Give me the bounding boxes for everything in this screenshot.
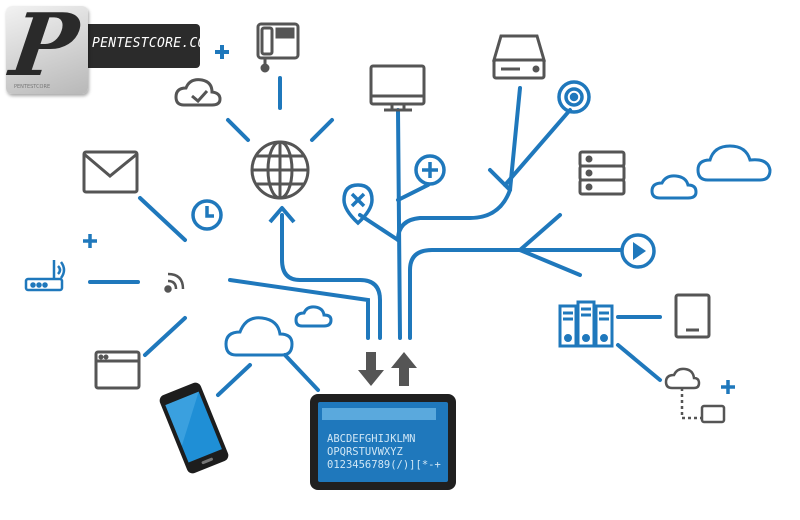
plus-icon — [414, 154, 446, 186]
logo-text: PENTESTCORE.COM — [92, 36, 214, 51]
arrow-up-icon — [268, 206, 296, 224]
plus-icon — [215, 45, 229, 59]
telephone-icon — [256, 22, 300, 73]
smartphone-icon — [159, 382, 229, 474]
close-circle-icon — [342, 183, 374, 226]
tablet-screen-line-2: OPQRSTUVWXYZ — [327, 446, 403, 458]
tablet-screen-line-3: 0123456789(/)][*-+ — [327, 459, 441, 471]
target-icon — [557, 80, 591, 114]
clock-icon — [191, 199, 223, 231]
document-icon — [674, 293, 711, 339]
mail-icon — [82, 150, 139, 194]
cloud-check-icon — [174, 78, 222, 107]
file-server-icon — [558, 300, 614, 348]
connector-lines — [88, 76, 662, 397]
server-icon — [578, 150, 626, 196]
play-icon — [620, 233, 656, 269]
browser-window-icon — [94, 350, 141, 390]
router-icon — [24, 260, 66, 292]
cloud-icon — [650, 144, 772, 200]
cloud-network-icon — [664, 367, 726, 424]
tablet-screen-line-1: ABCDEFGHIJKLMN — [327, 433, 416, 445]
globe-icon — [250, 140, 310, 200]
monitor-icon — [369, 64, 426, 112]
plus-icon — [721, 380, 735, 394]
hard-drive-icon — [492, 34, 546, 80]
wifi-icon — [164, 272, 185, 293]
cloud-icon — [224, 305, 333, 357]
logo-tile — [6, 6, 88, 94]
tablet-icon: ABCDEFGHIJKLMN OPQRSTUVWXYZ 0123456789(/… — [310, 394, 456, 490]
logo-tagline: PENTESTCORE — [14, 84, 51, 90]
site-logo: PENTESTCORE.COM P PENTESTCORE — [0, 0, 214, 100]
logo-banner — [70, 24, 200, 68]
upload-download-icon — [358, 352, 417, 386]
plus-icon — [83, 234, 97, 248]
